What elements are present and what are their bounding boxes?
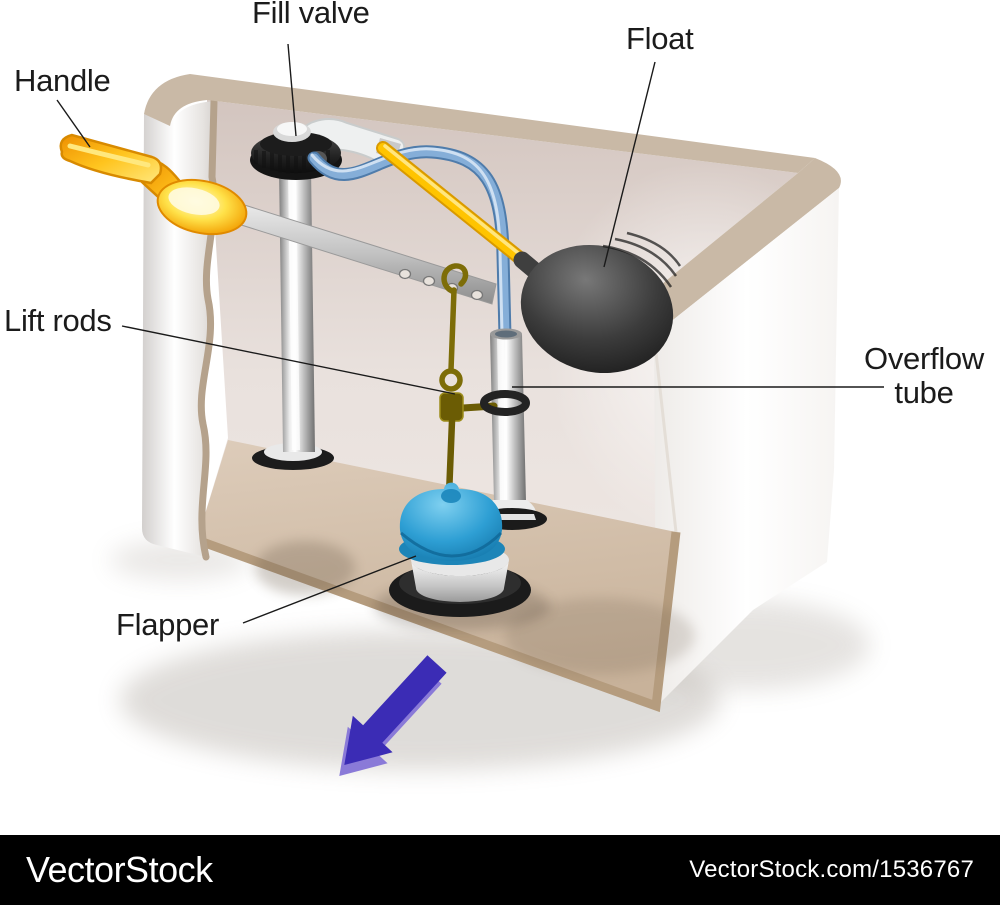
leader-lines [56,43,884,624]
vectorstock-image-ref: VectorStock.com/1536767 [689,856,974,883]
flush-direction-arrow [339,655,447,776]
refill-tube [307,145,512,343]
watermark-bar: VectorStock VectorStock.com/1536767 [0,835,1000,905]
handle [59,133,248,236]
label-flapper: Flapper [116,607,220,642]
leader-line-lift-rods [121,325,456,395]
vectorstock-logo: VectorStock [26,849,213,890]
tank-floor-front-edge [195,531,681,713]
overflow-clamp [480,390,530,416]
leader-line-fill-valve [287,43,297,137]
label-lift-rods: Lift rods [4,303,112,338]
label-overflow-tube: Overflow tube [864,341,984,410]
lever-hole [470,289,484,301]
leader-line-flapper [242,555,417,624]
diagram-canvas [56,43,884,776]
label-float: Float [626,21,694,56]
lift-rods [439,263,530,499]
lever-hole [398,268,412,280]
lever-hole [422,275,436,287]
rod-connector [439,392,464,422]
tank-back-rim [144,74,815,173]
label-handle: Handle [14,63,111,98]
leader-line-float [603,61,656,268]
tank-right-wall [654,188,839,707]
flapper [389,482,531,617]
float-ball [513,231,682,374]
tank-right-rim [629,158,841,335]
leader-line-handle [56,99,91,148]
float-arm [376,141,538,274]
label-fill-valve: Fill valve [252,0,370,30]
